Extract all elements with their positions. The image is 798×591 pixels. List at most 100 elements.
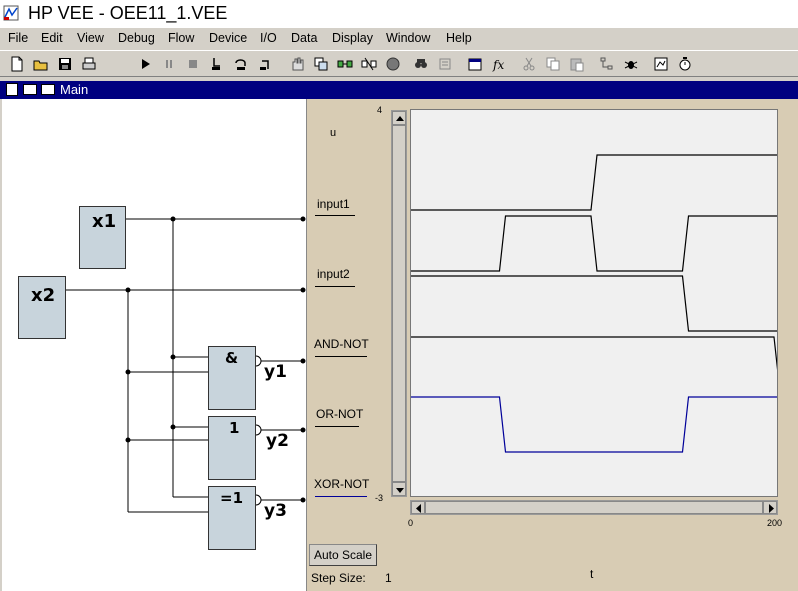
cut-icon[interactable] (520, 55, 538, 73)
binoculars-alt-icon[interactable] (436, 55, 454, 73)
trace-key-or-not (315, 426, 359, 427)
menu-help[interactable]: Help (446, 31, 472, 45)
trace-label-and-not[interactable]: AND-NOT (314, 337, 369, 351)
y-min-label: -3 (375, 493, 384, 503)
copy-icon[interactable] (544, 55, 562, 73)
y3-label: y3 (264, 501, 287, 521)
tree-icon[interactable] (598, 55, 616, 73)
menu-data[interactable]: Data (291, 31, 318, 45)
step-size-value[interactable]: 1 (385, 571, 392, 585)
arrow-left-icon (416, 504, 421, 513)
trace-key-xor-not (315, 496, 367, 497)
open-folder-icon[interactable] (32, 55, 50, 73)
stop-icon[interactable] (184, 55, 202, 73)
input-block-x2[interactable]: x2 (18, 276, 66, 339)
menu-display[interactable]: Display (332, 31, 373, 45)
workspace-title-bar: Main (0, 81, 798, 99)
auto-scale-button[interactable]: Auto Scale (309, 544, 377, 566)
vertical-scrollbar[interactable] (391, 110, 407, 497)
menu-edit[interactable]: Edit (41, 31, 63, 45)
scroll-down-button[interactable] (392, 482, 406, 496)
trace-label-input2[interactable]: input2 (317, 267, 350, 281)
arrow-right-icon (769, 504, 774, 513)
paste-icon[interactable] (568, 55, 586, 73)
y2-label: y2 (266, 431, 289, 451)
menu-debug[interactable]: Debug (118, 31, 155, 45)
menu-flow[interactable]: Flow (168, 31, 195, 45)
trace-plot (411, 154, 781, 453)
trace-label-or-not[interactable]: OR-NOT (316, 407, 364, 421)
window-title: HP VEE - OEE11_1.VEE (28, 3, 228, 23)
or-symbol: 1 (229, 419, 240, 437)
panel-view-icon[interactable] (652, 55, 670, 73)
title-bar: HP VEE - OEE11_1.VEE (0, 0, 798, 28)
trace-key-input1 (315, 215, 355, 216)
run-icon[interactable] (136, 55, 154, 73)
minimize-icon[interactable] (23, 84, 37, 95)
trace-label-xor-not[interactable]: XOR-NOT (314, 477, 370, 491)
step-into-icon[interactable] (208, 55, 226, 73)
find-icon[interactable] (412, 55, 430, 73)
trace-label-u[interactable]: u (330, 127, 337, 139)
svg-text:fx: fx (492, 58, 504, 72)
trace-or-not (411, 336, 781, 393)
menu-io[interactable]: I/O (260, 31, 277, 45)
copy-objects-icon[interactable] (312, 55, 330, 73)
horizontal-scroll-thumb[interactable] (425, 501, 763, 514)
x1-label: x1 (92, 211, 117, 232)
connect-icon[interactable] (336, 55, 354, 73)
menu-file[interactable]: File (8, 31, 29, 45)
scroll-left-button[interactable] (411, 501, 425, 514)
y-max-label: 4 (377, 105, 383, 115)
step-over-icon[interactable] (232, 55, 250, 73)
nand-gate[interactable]: & (208, 346, 256, 410)
record-icon[interactable] (384, 55, 402, 73)
nor-gate[interactable]: 1 (208, 416, 256, 480)
bug-icon[interactable] (622, 55, 640, 73)
trace-input1 (411, 154, 777, 211)
new-file-icon[interactable] (8, 55, 26, 73)
plot-area[interactable] (410, 109, 781, 497)
step-out-icon[interactable] (256, 55, 274, 73)
arrow-down-icon (396, 488, 404, 493)
arrow-up-icon (396, 116, 404, 121)
scroll-up-button[interactable] (392, 111, 406, 125)
trace-key-input2 (315, 286, 355, 287)
timer-icon[interactable] (676, 55, 694, 73)
trace-key-and-not (315, 356, 367, 357)
restore-icon[interactable] (41, 84, 55, 95)
properties-icon[interactable] (466, 55, 484, 73)
menu-window[interactable]: Window (386, 31, 431, 45)
app-icon (3, 5, 19, 21)
input-block-x1[interactable]: x1 (79, 206, 126, 269)
horizontal-scrollbar[interactable] (410, 500, 778, 515)
trace-xor-not (411, 396, 777, 453)
trace-input2 (411, 215, 777, 272)
workspace-title: Main (60, 82, 89, 97)
x-max-label: 200 (767, 518, 783, 528)
pause-icon[interactable] (160, 55, 178, 73)
function-icon[interactable]: fx (490, 55, 508, 73)
trace-label-input1[interactable]: input1 (317, 197, 350, 211)
menu-bar: File Edit View Debug Flow Device I/O Dat… (0, 28, 798, 50)
and-symbol: & (225, 349, 239, 367)
print-icon[interactable] (80, 55, 98, 73)
document-icon[interactable] (6, 83, 18, 96)
y1-label: y1 (264, 362, 287, 382)
x-min-label: 0 (408, 518, 414, 528)
menu-view[interactable]: View (77, 31, 104, 45)
x-axis-label: t (590, 567, 594, 581)
xor-symbol: =1 (220, 489, 244, 507)
trace-and-not (411, 275, 777, 332)
xnor-gate[interactable]: =1 (208, 486, 256, 550)
scroll-right-button[interactable] (763, 501, 777, 514)
hand-icon[interactable] (288, 55, 306, 73)
disconnect-icon[interactable] (360, 55, 378, 73)
step-size-label: Step Size: (311, 571, 366, 585)
x2-label: x2 (31, 285, 56, 306)
menu-device[interactable]: Device (209, 31, 248, 45)
save-icon[interactable] (56, 55, 74, 73)
vertical-scroll-thumb[interactable] (392, 125, 406, 482)
toolbar: fx (0, 50, 798, 77)
